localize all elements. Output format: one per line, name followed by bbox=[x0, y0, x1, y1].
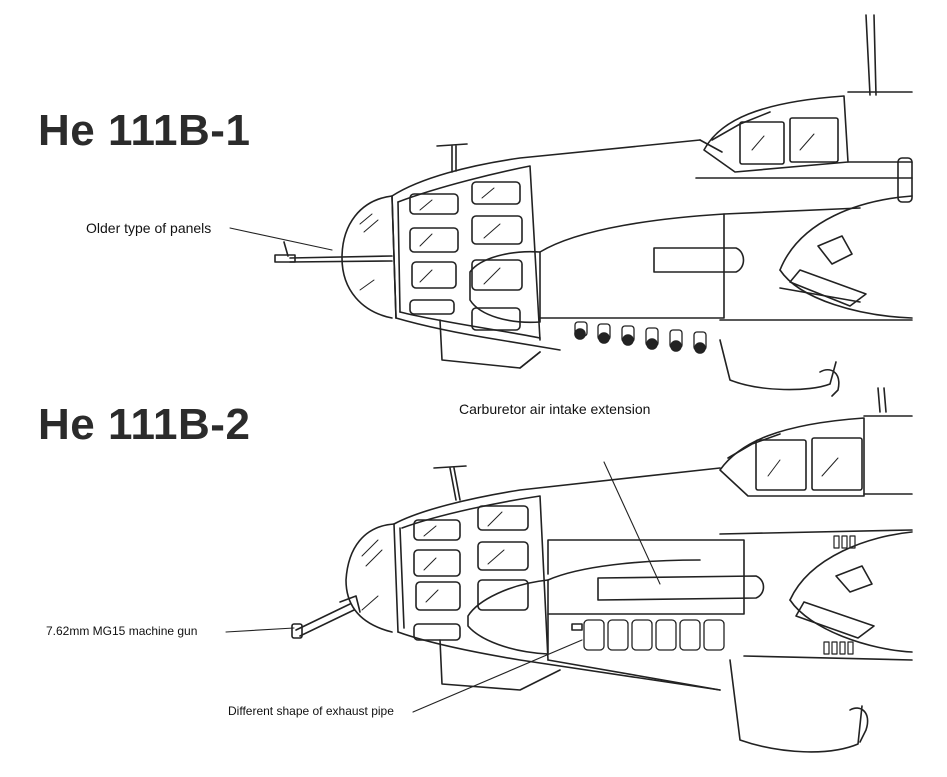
label-older-panels: Older type of panels bbox=[86, 220, 212, 236]
he111b1-drawing bbox=[274, 14, 913, 397]
callout-lines bbox=[225, 227, 661, 713]
title-he111b1: He 111B-1 bbox=[38, 106, 251, 155]
label-mg15-gun: 7.62mm MG15 machine gun bbox=[46, 624, 198, 638]
he111b2-drawing bbox=[291, 387, 913, 753]
label-carburetor-intake: Carburetor air intake extension bbox=[459, 401, 651, 417]
label-exhaust-pipe: Different shape of exhaust pipe bbox=[228, 704, 394, 718]
title-he111b2: He 111B-2 bbox=[38, 400, 251, 449]
